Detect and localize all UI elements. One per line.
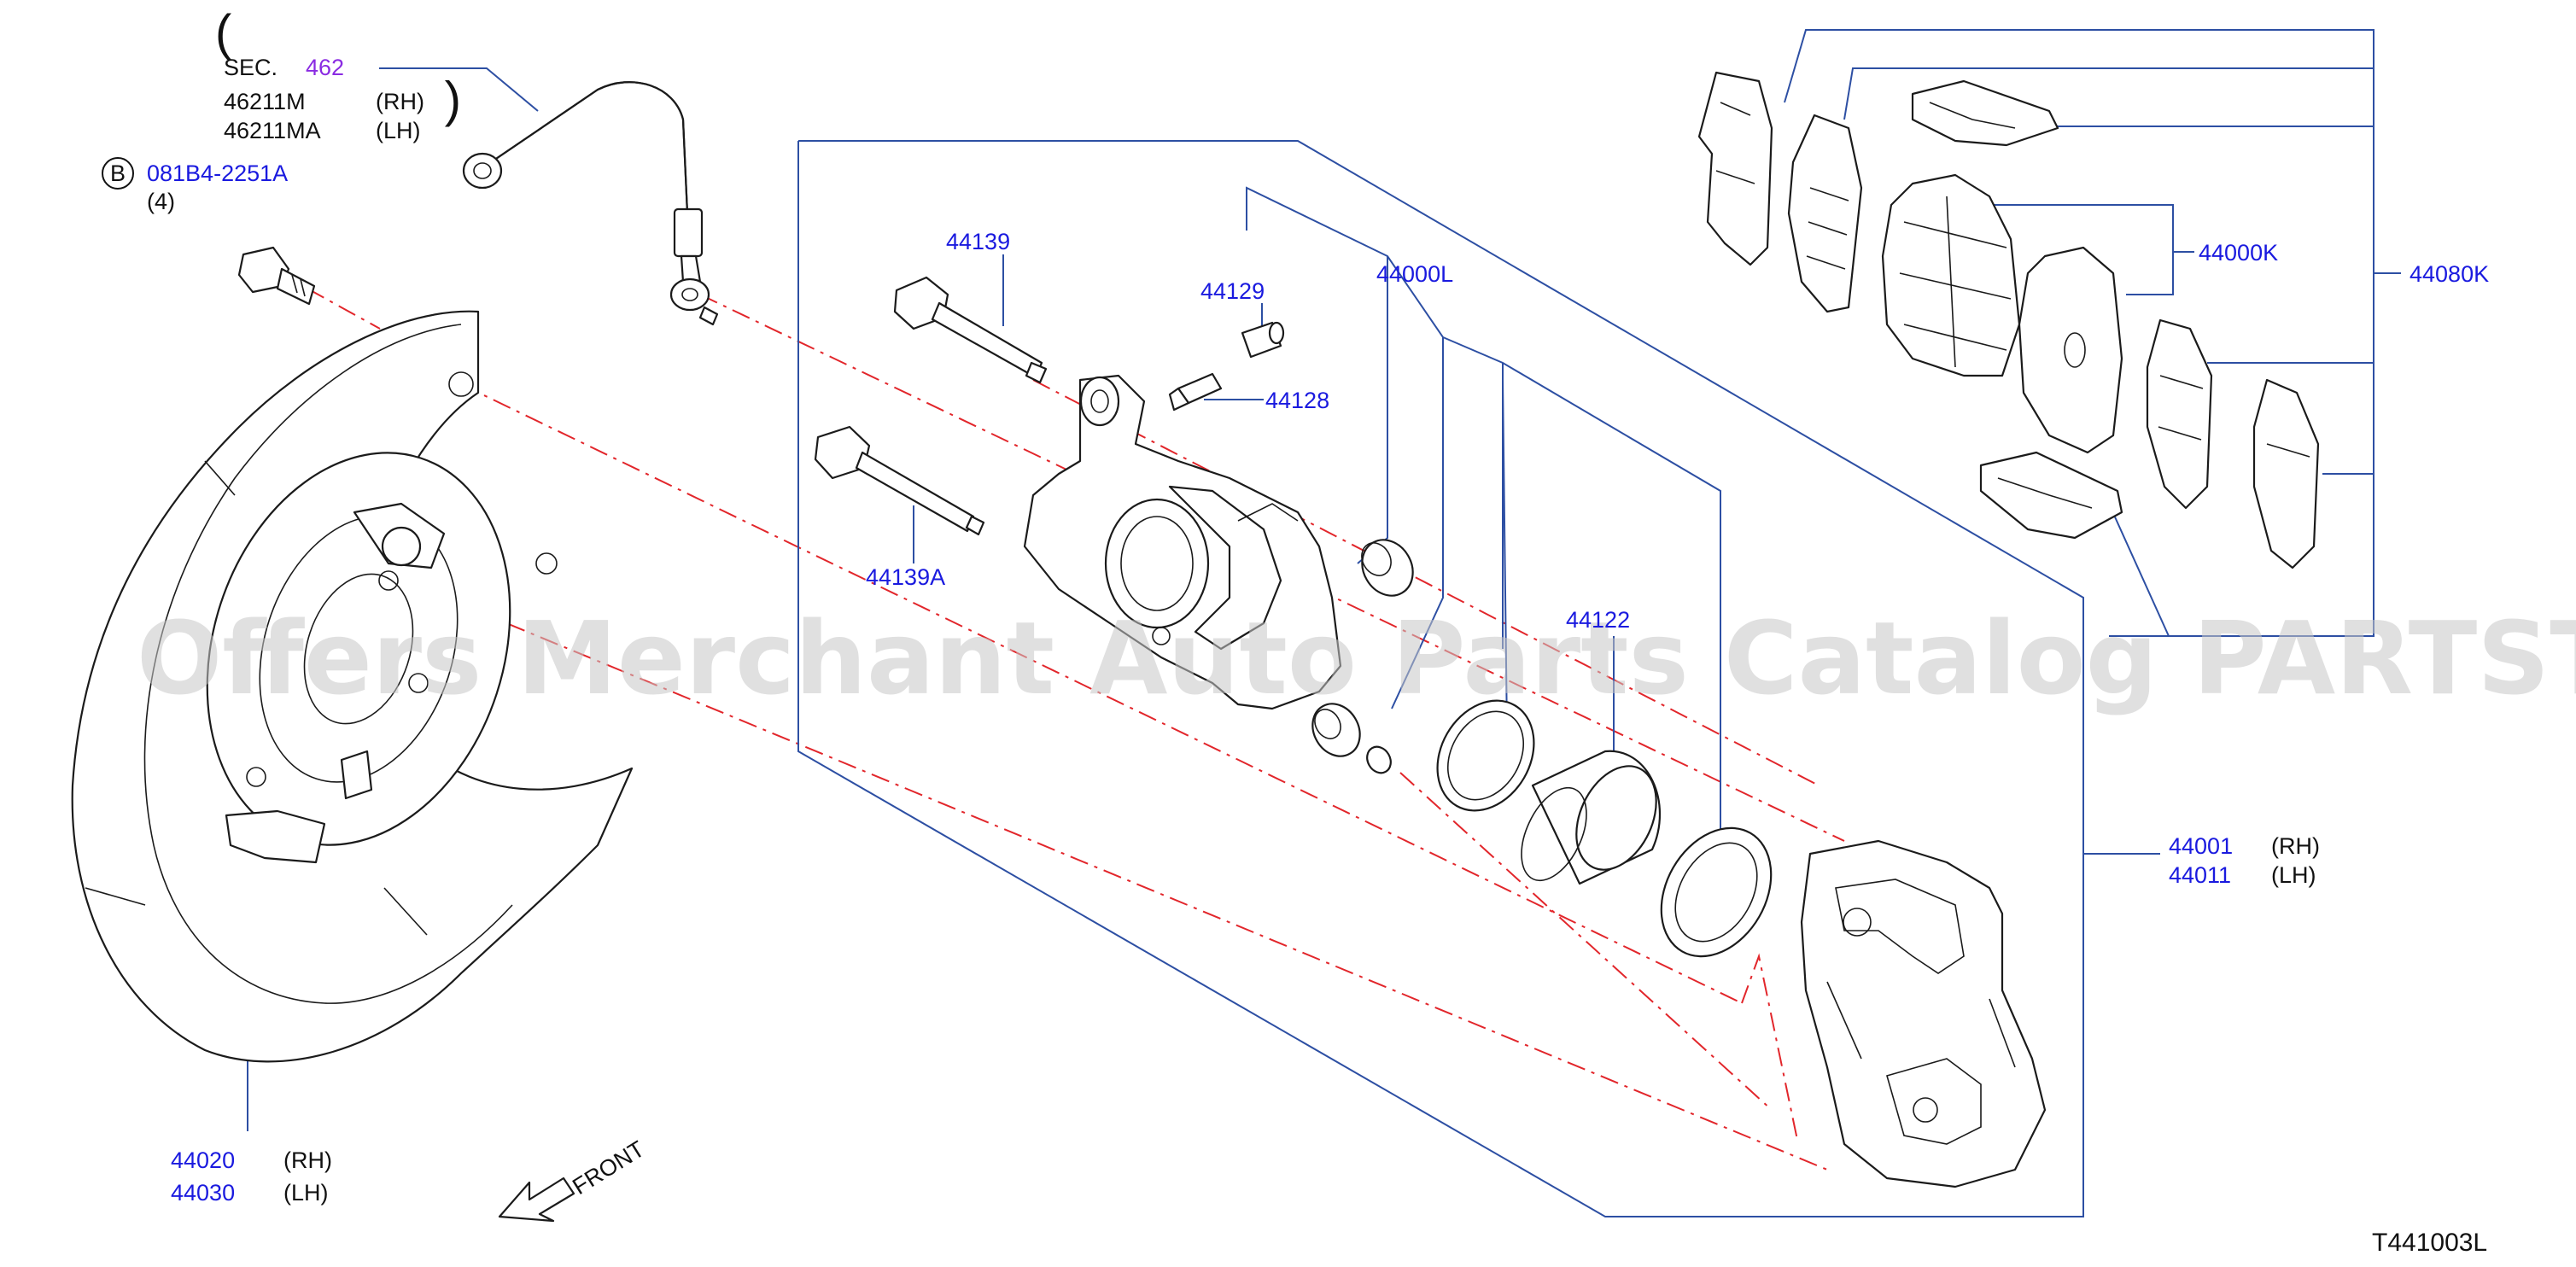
brake-hose: [462, 81, 719, 326]
pin-boot-lower: [1311, 703, 1361, 757]
label-44139a[interactable]: 44139A: [866, 564, 945, 590]
label-44139[interactable]: 44139: [946, 229, 1010, 254]
watermark: Offers Merchant Auto Parts Catalog PARTS…: [137, 599, 2576, 717]
sec-prefix: SEC.: [224, 55, 277, 80]
plate-lh-part[interactable]: 44030: [171, 1180, 235, 1206]
caliper-rh-part[interactable]: 44001: [2169, 833, 2233, 859]
pad-shim-3: [2146, 318, 2213, 510]
hose-lh-part[interactable]: 46211MA: [224, 118, 321, 143]
label-caliper-assembly: 44001 (RH) 44011 (LH): [2169, 833, 2320, 888]
label-44000k[interactable]: 44000K: [2199, 240, 2278, 266]
bleeder-screw: [1168, 372, 1223, 412]
plate-lh-side: (LH): [283, 1180, 329, 1206]
mounting-bolt: [237, 246, 316, 306]
brake-pad-outer: [1881, 173, 2021, 377]
label-sec-462: SEC. 462: [224, 55, 344, 80]
caliper-lh-side: (LH): [2271, 862, 2316, 888]
pad-shim-2: [1787, 114, 1863, 313]
pin-bushing: [1366, 745, 1392, 774]
brake-pad-inner: [2018, 246, 2123, 454]
label-44128[interactable]: 44128: [1265, 388, 1329, 413]
label-brake-hose: ( ( 46211M (RH) 46211MA (LH): [215, 5, 461, 143]
plate-rh-side: (RH): [283, 1147, 332, 1173]
plate-rh-part[interactable]: 44020: [171, 1147, 235, 1173]
centerlines: [307, 288, 1845, 1171]
pin-boot-upper: [1361, 539, 1414, 597]
hose-rh-part[interactable]: 46211M: [224, 89, 306, 114]
caliper-mounting-bracket: [1800, 839, 2047, 1188]
bolt-badge: B: [110, 161, 126, 186]
guide-pin-upper: [893, 276, 1048, 384]
label-44122[interactable]: 44122: [1566, 607, 1630, 633]
label-bolt: B 081B4-2251A (4): [102, 157, 288, 214]
bolt-qty: (4): [147, 189, 175, 214]
pad-retainer-clip-upper: [1911, 79, 2059, 147]
bracket-left: (: [215, 5, 231, 61]
caliper-piston: [1521, 750, 1661, 885]
bracket-right: (: [445, 79, 461, 135]
pad-shim-4: [2252, 378, 2320, 569]
label-44129[interactable]: 44129: [1200, 278, 1265, 304]
guide-pin-lower: [814, 425, 985, 536]
caliper-rh-side: (RH): [2271, 833, 2320, 859]
label-44000l[interactable]: 44000L: [1376, 261, 1453, 287]
caliper-lh-part[interactable]: 44011: [2169, 862, 2231, 888]
dust-boot: [1660, 826, 1773, 958]
pad-retainer-clip-lower: [1979, 451, 2123, 540]
leader-lines: [247, 29, 2401, 1217]
pad-shim-1: [1697, 71, 1773, 266]
sec-number[interactable]: 462: [306, 55, 344, 80]
piston-seal: [1436, 699, 1535, 812]
front-label: FRONT: [568, 1136, 649, 1200]
label-44080k[interactable]: 44080K: [2410, 261, 2489, 287]
hose-rh-side: (RH): [376, 89, 424, 114]
diagram-id: T441003L: [2372, 1229, 2487, 1257]
brake-backing-plate: [71, 310, 634, 1063]
front-arrow-icon: [498, 1176, 575, 1223]
bolt-badge-circle: [102, 157, 134, 190]
bleeder-cap: [1241, 321, 1285, 359]
caliper-body: [1023, 374, 1342, 710]
hose-lh-side: (LH): [376, 118, 421, 143]
bolt-part[interactable]: 081B4-2251A: [147, 161, 288, 186]
label-backing-plate: 44020 (RH) 44030 (LH): [171, 1147, 332, 1206]
